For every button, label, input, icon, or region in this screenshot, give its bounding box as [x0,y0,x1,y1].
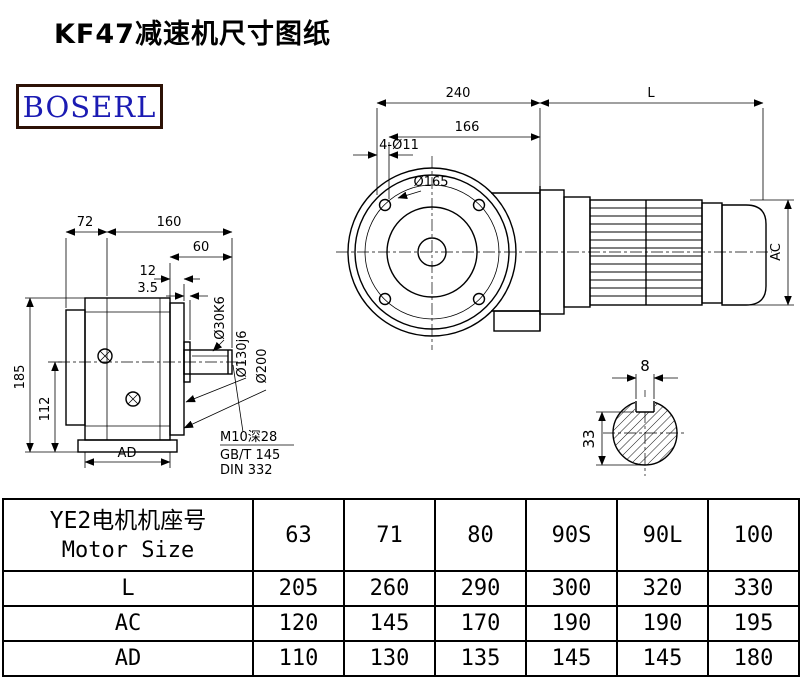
flange-diameter-label: Ø200 [255,348,270,383]
boserl-logo-text: BOSERL [22,89,157,124]
table-cell: 180 [707,640,800,677]
motor-body [539,189,767,315]
front-view: 240 L 166 4-Ø11 Ø165 AC [336,86,794,350]
gb-standard-label: GB/T 145 [220,448,280,463]
column-header-90L: 90L [616,498,709,572]
table-cell: 135 [434,640,527,677]
table-cell: 320 [616,570,709,607]
table-cell: 110 [252,640,345,677]
table-row-AD: AD 110 130 135 145 145 180 [2,640,800,677]
column-header-71: 71 [343,498,436,572]
table-cell: 260 [343,570,436,607]
table-cell: 145 [616,640,709,677]
tap-spec-label: M10深28 [220,430,277,445]
dim-AD-label: AD [118,446,137,461]
din-standard-label: DIN 332 [220,463,273,478]
dim-3p5-label: 3.5 [137,281,158,296]
column-header-63: 63 [252,498,345,572]
housing-bolt [125,391,141,407]
shaft-diameter-label: Ø30K6 [213,296,228,340]
table-cell: 290 [434,570,527,607]
output-shaft [183,349,233,375]
row-label-AD: AD [2,640,254,677]
mounting-foot [77,439,178,453]
dim-bolt-holes-label: 4-Ø11 [379,138,419,153]
table-cell: 205 [252,570,345,607]
dim-60-label: 60 [193,240,210,255]
table-cell: 130 [343,640,436,677]
column-header-100: 100 [707,498,800,572]
bolt-hole [378,198,392,212]
dim-12-label: 12 [139,264,156,279]
dim-key-depth-label: 33 [580,429,598,448]
bolt-hole [378,292,392,306]
table-cell: 330 [707,570,800,607]
dim-185-label: 185 [13,365,28,390]
table-cell: 170 [434,605,527,642]
dim-112-label: 112 [38,397,53,422]
motor-size-corner-header: YE2电机机座号 Motor Size [2,498,254,572]
motor-size-header-cn: YE2电机机座号 [49,507,207,534]
table-cell: 145 [525,640,618,677]
output-flange [169,302,185,436]
boserl-logo-box: BOSERL [16,84,163,129]
row-label-AC: AC [2,605,254,642]
dim-72-label: 72 [77,215,94,230]
dim-L-label: L [647,86,655,101]
table-row-L: L 205 260 290 300 320 330 [2,570,800,607]
bolt-circle-label: Ø165 [413,175,448,190]
dimension-drawing: 240 L 166 4-Ø11 Ø165 AC [13,86,794,478]
dim-AC-label: AC [769,243,784,261]
table-cell: 145 [343,605,436,642]
table-row-AC: AC 120 145 170 190 190 195 [2,605,800,642]
bolt-hole [472,198,486,212]
gear-housing [84,297,171,441]
dim-166-label: 166 [455,120,480,135]
motor-size-table: YE2电机机座号 Motor Size 63 71 80 90S 90L 100… [2,498,800,677]
housing-foot [493,310,541,332]
row-label-L: L [2,570,254,607]
shaft-cross-section: 8 33 [580,357,687,476]
column-header-90S: 90S [525,498,618,572]
table-cell: 190 [616,605,709,642]
dim-key-width-label: 8 [640,357,650,375]
table-cell: 190 [525,605,618,642]
housing-bolt [97,348,113,364]
bolt-hole [472,292,486,306]
dim-240-label: 240 [446,86,471,101]
hub-diameter-label: Ø130j6 [235,331,250,378]
table-cell: 300 [525,570,618,607]
table-cell: 120 [252,605,345,642]
column-header-80: 80 [434,498,527,572]
side-view: 72 160 60 12 3.5 185 [13,215,294,478]
table-cell: 195 [707,605,800,642]
motor-size-header-en: Motor Size [61,537,195,563]
fan-cover [721,204,767,306]
table-header-row: YE2电机机座号 Motor Size 63 71 80 90S 90L 100 [2,498,800,572]
dim-160-label: 160 [157,215,182,230]
page-title: KF47减速机尺寸图纸 [54,19,331,50]
